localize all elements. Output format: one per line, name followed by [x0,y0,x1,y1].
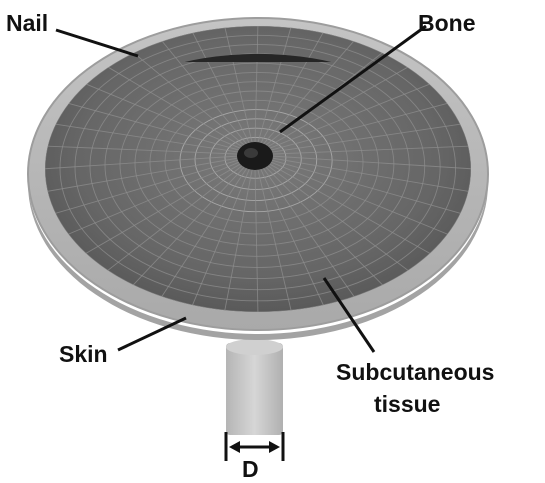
skin-label: Skin [59,341,108,367]
subcutaneous-label: Subcutaneous [336,359,494,385]
arrow-left-icon [229,441,240,453]
indenter-top [226,339,283,355]
tissue-label: tissue [374,391,440,417]
diameter-label: D [242,456,259,482]
nail-leader [56,30,138,56]
skin-leader [118,318,186,350]
nail-label: Nail [6,10,48,36]
bone-highlight [244,148,258,158]
indenter-body [226,343,283,435]
bone-label: Bone [418,10,476,36]
arrow-right-icon [269,441,280,453]
indenter [226,339,283,435]
